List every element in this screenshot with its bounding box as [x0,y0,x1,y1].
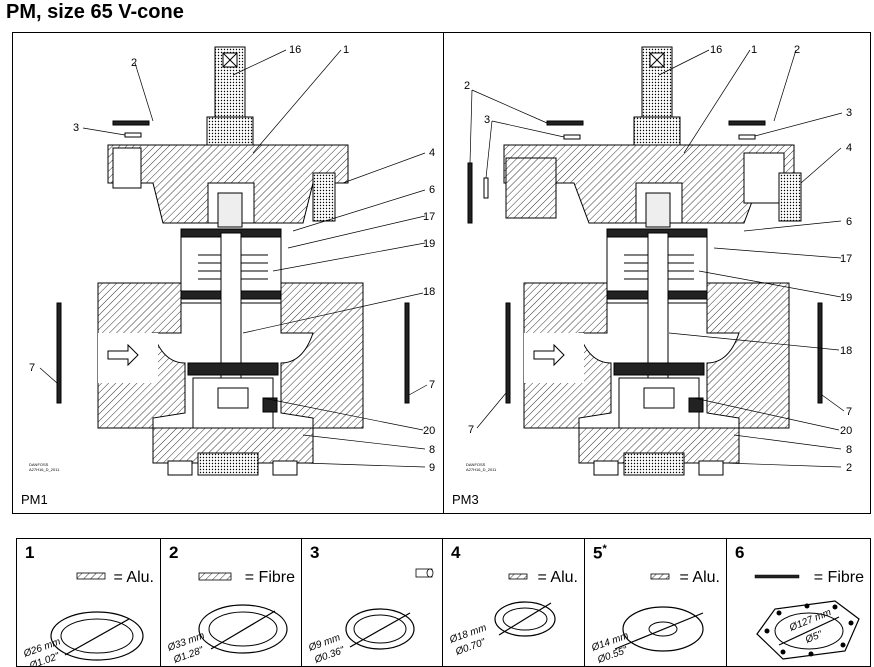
callout-16: 16 [289,44,301,56]
part-card-3: 3 Ø9 mm Ø0.36" [301,538,443,667]
part-drawing: Ø127 mm Ø5" [754,574,860,660]
part-card-5: 5* Ø14 mm Ø0.55" = Alu. [584,538,727,667]
material-label: = Alu. [113,569,154,586]
part-card-4: 4 Ø18 mm Ø0.70" = Alu. [442,538,585,667]
callout-20: 20 [840,425,852,437]
footnote-star: * [602,543,607,555]
part-drawing: Ø18 mm Ø0.70" [447,573,556,658]
callout-2: 2 [131,57,137,69]
part-card-6: 6 Ø127 mm Ø5" = Fibre [726,538,871,667]
stamp-line1: DANFOSS [466,462,486,467]
callout-18: 18 [840,345,852,357]
part-number: 1 [25,543,35,562]
stamp-line2: A27H16_D_2011 [29,467,60,472]
material-swatch-icon [754,574,800,579]
part-number: 6 [735,543,745,562]
parts-strip: 1 Ø26 mm Ø1.02" = Alu. 2 Ø33 mm Ø1.28" =… [16,538,871,667]
material-label: = Fibre [244,569,295,586]
panel-pm1: 16 1 2 3 4 6 17 19 18 7 7 20 8 9 DANFOSS… [12,32,444,514]
callout-6: 6 [846,216,852,228]
pm1-leader-lines [39,49,428,468]
callout-20: 20 [423,425,435,437]
callout-18: 18 [423,286,435,298]
callout-7-left: 7 [468,424,474,436]
callout-19: 19 [423,238,435,250]
callout-17: 17 [840,253,852,265]
part-number: 3 [310,543,320,562]
part-number: 5* [593,543,607,563]
callout-2-right: 2 [794,44,800,56]
part-number: 2 [169,543,179,562]
callout-7-right: 7 [429,379,435,391]
callout-17: 17 [423,211,435,223]
part-drawing: Ø9 mm Ø0.36" [306,568,434,666]
page-title: PM, size 65 V-cone [6,1,184,23]
pm3-valve-body [467,46,823,476]
callout-7-left: 7 [29,362,35,374]
part-number: 4 [451,543,461,562]
panel-pm3: 16 1 2 2 3 3 4 6 17 19 18 7 7 20 8 2 DAN… [443,32,871,514]
callout-2-bottom: 2 [846,462,852,474]
callout-7-right: 7 [846,406,852,418]
part-drawing: Ø33 mm Ø1.28" [165,572,288,666]
pm3-leader-lines [469,49,845,468]
stamp-line2: A27H16_D_2011 [466,467,497,472]
pm3-callouts: 16 1 2 2 3 3 4 6 17 19 18 7 7 20 8 2 DAN… [464,44,852,474]
part-card-1: 1 Ø26 mm Ø1.02" = Alu. [16,538,161,667]
material-label: = Alu. [537,569,578,586]
callout-3-left: 3 [484,114,490,126]
callout-9: 9 [429,462,435,474]
callout-2-left: 2 [464,80,470,92]
pm1-valve-body [56,46,410,476]
panel-label: PM3 [452,492,479,507]
callout-3-right: 3 [846,107,852,119]
callout-1: 1 [751,44,757,56]
material-swatch-icon [650,573,670,580]
callout-4: 4 [846,142,852,154]
callout-8: 8 [846,444,852,456]
pm1-drawing: 16 1 2 3 4 6 17 19 18 7 7 20 8 9 DANFOSS… [29,44,435,476]
material-label: = Fibre [813,569,864,586]
panel-label: PM1 [21,492,48,507]
callout-8: 8 [429,444,435,456]
callout-3: 3 [73,122,79,134]
callout-1: 1 [343,44,349,56]
stamp-line1: DANFOSS [29,462,49,467]
callout-16: 16 [710,44,722,56]
material-label: = Alu. [679,569,720,586]
part-card-2: 2 Ø33 mm Ø1.28" = Fibre [160,538,302,667]
pm3-drawing: 16 1 2 2 3 3 4 6 17 19 18 7 7 20 8 2 DAN… [464,44,852,476]
callout-6: 6 [429,184,435,196]
material-swatch-icon [198,572,232,581]
part-drawing: Ø26 mm Ø1.02" [21,572,144,666]
material-swatch-icon [508,573,528,580]
material-swatch-icon [76,572,106,580]
pm1-callouts: 16 1 2 3 4 6 17 19 18 7 7 20 8 9 DANFOSS… [29,44,435,474]
part-drawing: Ø14 mm Ø0.55" [589,573,704,666]
callout-4: 4 [429,147,435,159]
callout-19: 19 [840,292,852,304]
